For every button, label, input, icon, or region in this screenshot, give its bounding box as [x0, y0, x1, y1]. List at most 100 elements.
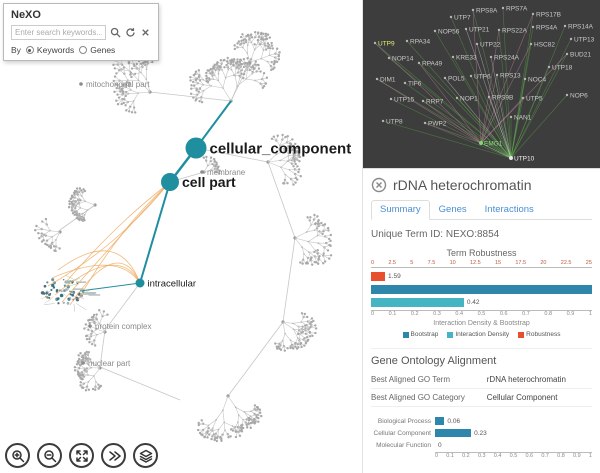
close-detail-button[interactable]: [371, 177, 387, 193]
clear-button[interactable]: [140, 27, 151, 38]
reset-button[interactable]: [125, 27, 136, 38]
legend-item: Interaction Density: [447, 331, 509, 338]
bar-interaction-density: [371, 298, 464, 307]
svg-text:cellular_component: cellular_component: [210, 140, 352, 157]
go-alignment-table: Best Aligned GO Term rDNA heterochromati…: [371, 371, 592, 407]
search-icon: [110, 27, 121, 38]
go-category-label: Best Aligned GO Category: [371, 393, 465, 402]
svg-text:RPS22A: RPS22A: [502, 28, 528, 35]
svg-text:protein complex: protein complex: [95, 322, 151, 331]
refresh-icon: [126, 28, 135, 37]
svg-text:RRP7: RRP7: [426, 99, 444, 106]
svg-text:DIM1: DIM1: [380, 77, 396, 84]
tab-interactions[interactable]: Interactions: [484, 204, 534, 215]
expand-arrows-icon: [75, 449, 88, 462]
svg-text:NOP14: NOP14: [392, 56, 414, 63]
search-by-label: By: [11, 45, 21, 55]
zoom-out-icon: [43, 449, 56, 462]
biological-process-section-title: Biological Process: [371, 471, 592, 473]
robustness-axis-label: Interaction Density & Bootstrap: [433, 320, 530, 327]
svg-text:NOP1: NOP1: [460, 96, 478, 103]
layers-icon: [139, 449, 152, 463]
svg-text:RPS7A: RPS7A: [506, 6, 528, 13]
tab-genes[interactable]: Genes: [438, 204, 467, 215]
legend-item: Bootstrap: [402, 331, 438, 338]
svg-text:UTP15: UTP15: [394, 97, 415, 104]
double-chevron-icon: [108, 450, 121, 461]
svg-text:RPS8A: RPS8A: [476, 8, 498, 15]
radio-genes-circle[interactable]: [79, 46, 88, 54]
table-row: Best Aligned GO Term rDNA heterochromati…: [371, 371, 592, 389]
close-icon: [371, 177, 387, 193]
term-title: rDNA heterochromatin: [393, 177, 532, 193]
unique-term-id-label: Unique Term ID:: [371, 229, 444, 240]
svg-text:RPS17B: RPS17B: [536, 12, 561, 19]
tab-summary[interactable]: Summary: [371, 200, 430, 220]
svg-text:intracellular: intracellular: [148, 278, 197, 289]
canvas-toolbar: [5, 443, 158, 468]
svg-text:UTP21: UTP21: [469, 27, 490, 34]
table-row: Best Aligned GO Category Cellular Compon…: [371, 389, 592, 407]
fit-to-screen-button[interactable]: [69, 443, 94, 468]
svg-text:RPS14A: RPS14A: [568, 24, 594, 31]
zoom-in-button[interactable]: [5, 443, 30, 468]
go-category-value: Cellular Component: [486, 393, 558, 402]
svg-text:RPA49: RPA49: [422, 61, 442, 68]
svg-text:UTP22: UTP22: [480, 42, 501, 49]
collapse-button[interactable]: [101, 443, 126, 468]
go-term-value: rDNA heterochromatin: [486, 375, 566, 384]
zoom-out-button[interactable]: [37, 443, 62, 468]
svg-text:UTP5: UTP5: [526, 96, 543, 103]
zoom-in-icon: [11, 449, 24, 462]
svg-text:UTP13: UTP13: [574, 37, 595, 44]
go-alignment-section-title: Gene Ontology Alignment: [371, 348, 592, 367]
detail-tabs: Summary Genes Interactions: [371, 200, 592, 220]
svg-text:UTP7: UTP7: [454, 15, 471, 22]
search-panel: NeXO: [3, 3, 159, 61]
svg-text:RPS13: RPS13: [500, 73, 521, 80]
svg-text:UTP6: UTP6: [474, 74, 491, 81]
svg-text:HSC82: HSC82: [534, 42, 555, 49]
svg-text:NOC4: NOC4: [528, 77, 546, 84]
radio-genes-label: Genes: [90, 45, 116, 55]
svg-text:UTP10: UTP10: [514, 156, 535, 163]
unique-term-id: Unique Term ID: NEXO:8854: [371, 229, 592, 240]
robustness-chart-title: Term Robustness: [446, 248, 517, 258]
svg-text:mitochondrial part: mitochondrial part: [86, 80, 150, 89]
unique-term-id-value: NEXO:8854: [445, 229, 500, 240]
svg-text:POL5: POL5: [448, 76, 465, 83]
svg-text:BUD21: BUD21: [570, 52, 591, 59]
search-input[interactable]: [11, 25, 106, 40]
svg-text:UTP18: UTP18: [552, 65, 573, 72]
layers-button[interactable]: [133, 443, 158, 468]
radio-genes[interactable]: Genes: [79, 45, 115, 55]
svg-text:RPA34: RPA34: [410, 39, 430, 46]
term-detail-panel: rDNA heterochromatin Summary Genes Inter…: [363, 168, 600, 473]
svg-text:RPS24A: RPS24A: [494, 55, 520, 62]
radio-keywords-circle[interactable]: [25, 46, 34, 54]
radio-keywords[interactable]: Keywords: [25, 45, 74, 55]
robustness-legend: Bootstrap Interaction Density Robustness: [371, 331, 592, 338]
legend-item: Robustness: [518, 331, 561, 338]
svg-text:cell part: cell part: [182, 174, 236, 190]
go-term-label: Best Aligned GO Term: [371, 375, 450, 384]
svg-text:UTP9: UTP9: [378, 41, 395, 48]
search-button[interactable]: [110, 27, 121, 38]
clear-icon: [142, 29, 149, 36]
svg-text:NOP6: NOP6: [570, 93, 588, 100]
svg-text:NOP56: NOP56: [438, 29, 460, 36]
bar-bootstrap: [371, 285, 592, 294]
